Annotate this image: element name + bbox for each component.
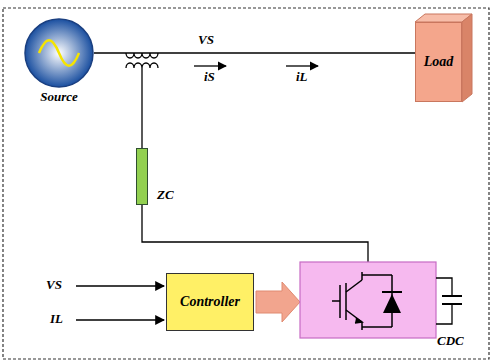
node-label: Controller	[180, 294, 240, 309]
current-arrow	[194, 65, 226, 66]
sine-wave	[39, 40, 79, 66]
signal-arrow	[256, 282, 300, 322]
diode-symbol	[382, 292, 402, 313]
signal-label: iL	[296, 70, 308, 84]
wire	[142, 205, 368, 262]
signal-label: VS	[198, 33, 214, 47]
load-box: Load	[415, 22, 462, 102]
source-symbol	[24, 18, 94, 88]
input-arrow	[76, 319, 164, 320]
source-circle: Source	[24, 18, 94, 88]
controller-box: Controller	[166, 273, 254, 331]
node-label: Source	[40, 90, 78, 104]
igbt-symbol	[332, 272, 392, 330]
node-label: ZC	[157, 188, 174, 202]
transformer-symbol	[126, 53, 158, 148]
impedance-box: ZC	[136, 148, 148, 205]
converter-box	[300, 262, 436, 338]
input-arrow	[76, 285, 164, 286]
capacitor-symbol	[436, 278, 462, 324]
dashed-frame	[3, 8, 489, 359]
source-circle	[25, 19, 93, 87]
power-line	[94, 52, 415, 53]
signal-label: IL	[50, 312, 63, 326]
signal-label: iS	[204, 70, 215, 84]
signal-label: VS	[46, 278, 62, 292]
node-label: Load	[424, 54, 454, 69]
current-arrow	[286, 65, 318, 66]
signal-label: CDC	[437, 334, 464, 348]
